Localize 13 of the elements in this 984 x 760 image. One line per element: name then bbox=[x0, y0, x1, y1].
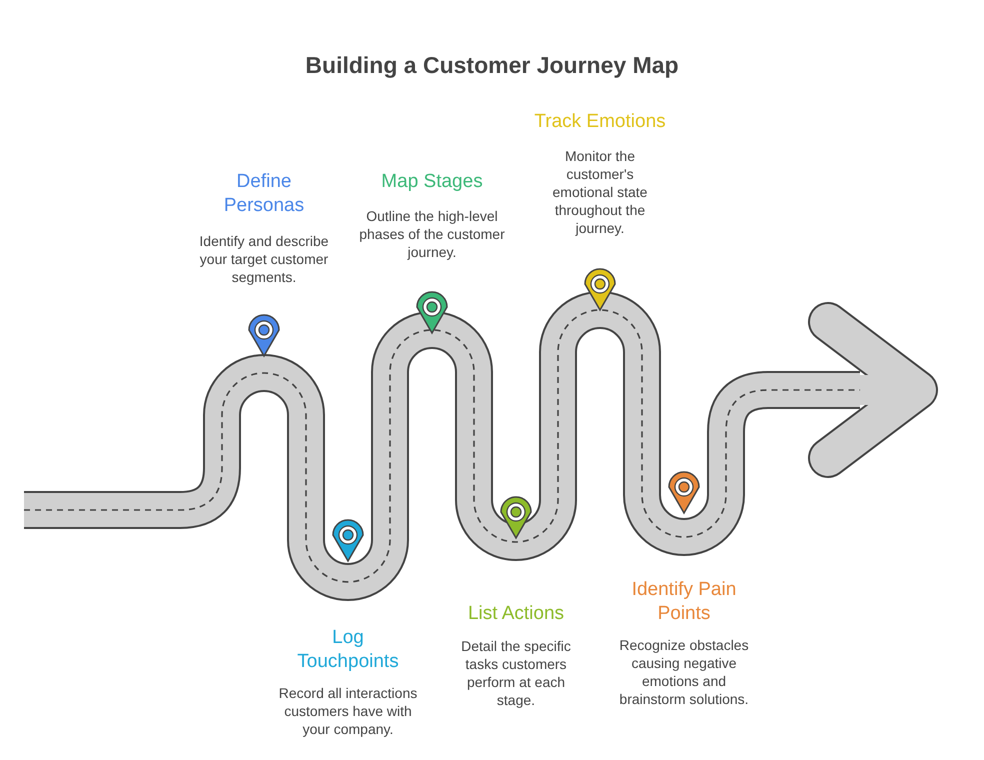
stage-heading: Track Emotions bbox=[533, 110, 667, 134]
stage-heading: Map Stages bbox=[380, 170, 484, 194]
stage-heading: Define Personas bbox=[222, 170, 306, 218]
stage-heading: Log Touchpoints bbox=[296, 626, 400, 674]
diagram-title: Building a Customer Journey Map bbox=[304, 52, 680, 79]
stage-heading: Identify Pain Points bbox=[630, 578, 738, 626]
stage-description: Outline the high-level phases of the customer journey. bbox=[358, 207, 506, 261]
stage-description: Monitor the customer's emotional state throughout the journey. bbox=[552, 147, 648, 237]
stage-description: Recognize obstacles causing negative emotions and brainstorm solutions. bbox=[618, 636, 750, 708]
stage-description: Identify and describe your target customer segments. bbox=[198, 232, 330, 286]
stage-heading: List Actions bbox=[466, 602, 566, 626]
stage-description: Record all interactions customers have with your company. bbox=[278, 684, 418, 738]
stage-description: Detail the specific tasks customers perform at each stage. bbox=[460, 637, 572, 709]
